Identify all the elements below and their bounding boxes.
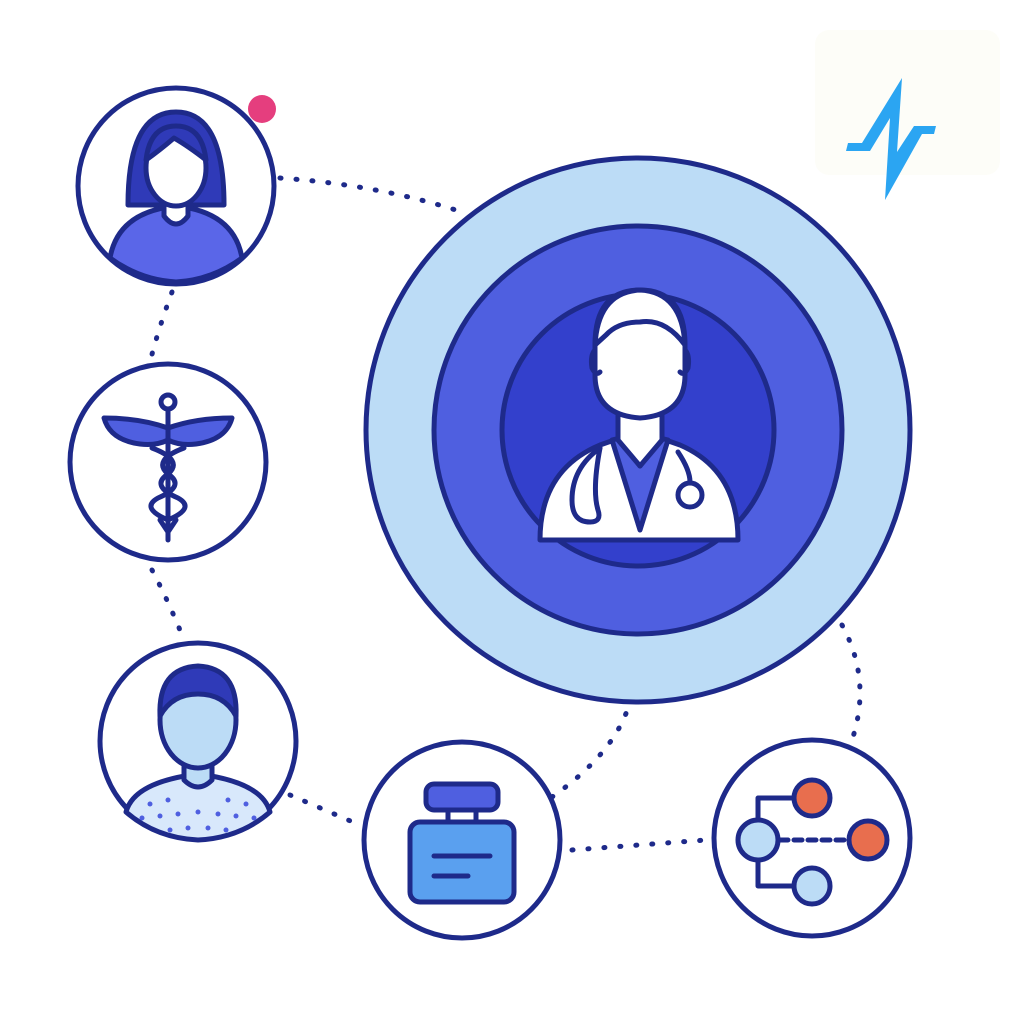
medicine-bottle-icon [407, 781, 517, 905]
lightning-logo-icon [846, 78, 936, 200]
male-patient-icon [123, 663, 273, 843]
logo-background [815, 30, 1000, 175]
connection-medicine-to-flowchart [569, 837, 709, 853]
female-patient-icon [107, 109, 245, 285]
doctor-icon [537, 287, 741, 543]
connection-male-to-medicine [287, 792, 365, 829]
caduceus-node[interactable] [67, 361, 269, 563]
caduceus-icon [101, 392, 235, 543]
connection-flowchart-to-center [839, 622, 863, 743]
flowchart-node[interactable] [711, 737, 913, 939]
connection-female-to-center [277, 175, 465, 215]
connection-female-to-caduceus [147, 289, 175, 365]
male-patient-node[interactable] [97, 640, 299, 843]
connection-caduceus-to-male [149, 567, 187, 643]
gown-pattern [139, 797, 257, 833]
center-doctor-node[interactable] [363, 155, 913, 705]
notification-badge [248, 95, 276, 123]
logo-panel [815, 30, 1000, 200]
medicine-bottle-node[interactable] [361, 739, 563, 941]
connections [147, 175, 863, 853]
flowchart-icon [735, 777, 890, 907]
connection-medicine-to-center [549, 705, 631, 800]
female-patient-node[interactable] [75, 85, 277, 287]
